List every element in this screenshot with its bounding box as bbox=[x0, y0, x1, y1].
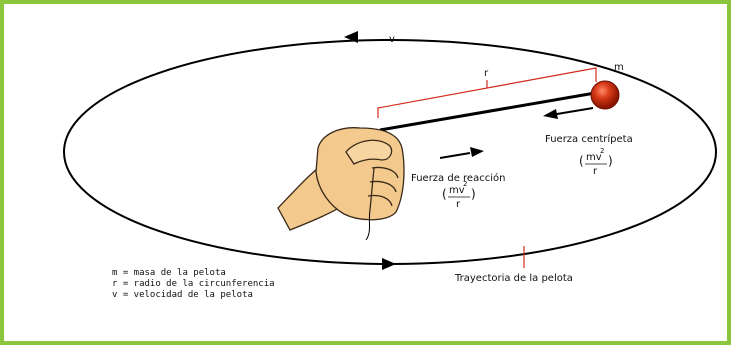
svg-text:2: 2 bbox=[463, 180, 467, 188]
hanging-string bbox=[365, 209, 371, 241]
svg-text:(: ( bbox=[442, 187, 447, 201]
svg-text:r: r bbox=[593, 166, 598, 177]
centripetal-force-label: Fuerza centrípeta bbox=[545, 133, 633, 145]
reaction-force-label: Fuerza de reacción bbox=[411, 172, 505, 184]
svg-text:mv: mv bbox=[586, 152, 602, 163]
ball bbox=[590, 80, 620, 110]
svg-text:): ) bbox=[471, 187, 476, 201]
mass-label: m bbox=[614, 62, 624, 73]
svg-text:2: 2 bbox=[600, 147, 604, 155]
centripetal-formula: ( mv 2 r ) bbox=[579, 147, 613, 177]
velocity-arrow-bottom bbox=[382, 258, 396, 270]
velocity-label: v bbox=[389, 34, 395, 45]
reaction-formula: ( mv 2 r ) bbox=[442, 180, 476, 210]
legend-velocity: v = velocidad de la pelota bbox=[112, 290, 253, 300]
radius-label: r bbox=[484, 68, 489, 79]
legend-radius: r = radio de la circunferencia bbox=[112, 279, 275, 289]
svg-text:): ) bbox=[608, 154, 613, 168]
svg-text:mv: mv bbox=[449, 185, 465, 196]
svg-text:(: ( bbox=[579, 154, 584, 168]
string bbox=[379, 91, 596, 132]
velocity-arrow-top bbox=[344, 31, 358, 43]
hand-fist bbox=[277, 127, 405, 231]
trajectory-label: Trayectoria de la pelota bbox=[454, 273, 573, 284]
reaction-force-arrow bbox=[439, 147, 484, 159]
radius-bracket bbox=[377, 67, 597, 118]
centripetal-force-arrow bbox=[543, 107, 594, 119]
svg-text:r: r bbox=[456, 199, 461, 210]
legend-mass: m = masa de la pelota bbox=[112, 268, 226, 278]
